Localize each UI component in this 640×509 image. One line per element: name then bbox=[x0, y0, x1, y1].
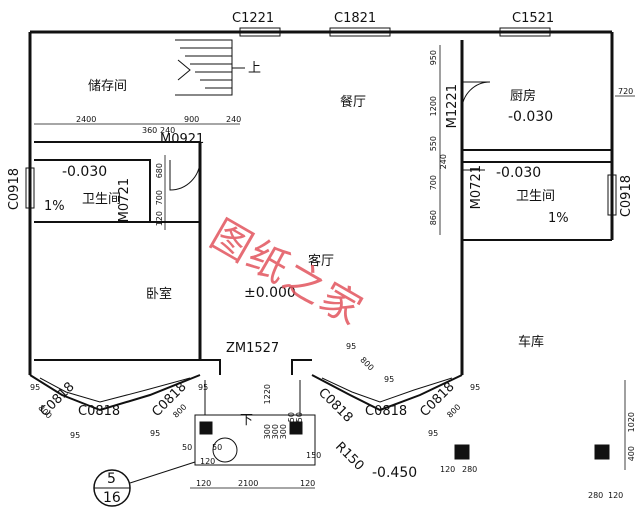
entry-left-wall bbox=[200, 359, 221, 375]
dim-860: 860 bbox=[429, 210, 438, 226]
dim-900: 900 bbox=[184, 115, 200, 124]
label-window-c1821: C1821 bbox=[334, 11, 377, 26]
dim-120e: 120 bbox=[196, 479, 212, 488]
dim-280b: 280 bbox=[588, 491, 604, 500]
window-c0918-right-frame bbox=[607, 174, 617, 216]
label-window-c1221: C1221 bbox=[232, 11, 275, 26]
room-garage: 车库 bbox=[518, 335, 545, 350]
dim-1020: 1020 bbox=[627, 412, 636, 433]
dim-95g: 95 bbox=[428, 429, 439, 438]
bay-left-outline bbox=[29, 374, 201, 412]
slope-right: 1% bbox=[548, 211, 569, 226]
dim-95f: 95 bbox=[384, 375, 395, 384]
dim-700a: 700 bbox=[155, 190, 164, 206]
level-bath-right: -0.030 bbox=[496, 165, 542, 181]
dim-240a: 240 bbox=[226, 115, 242, 124]
dim-360: 360 bbox=[142, 126, 158, 135]
bay-right-outline bbox=[311, 374, 463, 412]
dim-120d: 120 bbox=[200, 457, 216, 466]
label-door-m1221: M1221 bbox=[445, 84, 460, 129]
level-kitchen: -0.030 bbox=[508, 109, 554, 125]
room-living: 客厅 bbox=[308, 254, 335, 269]
dimension-lines bbox=[34, 45, 635, 489]
detail-sheet: 16 bbox=[103, 490, 121, 506]
dim-95b: 95 bbox=[70, 431, 81, 440]
label-door-m0721-right: M0721 bbox=[469, 165, 484, 210]
detail-number: 5 bbox=[107, 471, 116, 487]
label-window-c0918-left: C0918 bbox=[7, 168, 22, 211]
dim-95d: 95 bbox=[198, 383, 209, 392]
dim-95c: 95 bbox=[150, 429, 161, 438]
level-exterior: -0.450 bbox=[372, 465, 418, 481]
dim-50b: 50 bbox=[212, 443, 223, 452]
column-marker-2 bbox=[594, 444, 610, 460]
dim-950: 950 bbox=[429, 50, 438, 66]
label-bay-left-2: C0818 bbox=[78, 404, 121, 419]
dim-400: 400 bbox=[627, 446, 636, 462]
room-bath-left: 卫生间 bbox=[82, 192, 122, 207]
room-storage: 储存间 bbox=[88, 79, 128, 94]
dim-680: 680 bbox=[155, 163, 164, 179]
stair-down-label: 下 bbox=[240, 413, 254, 428]
door-m1221-swing bbox=[461, 81, 491, 111]
dim-120c: 120 bbox=[608, 491, 624, 500]
dim-95a: 95 bbox=[30, 383, 41, 392]
dim-2100: 2100 bbox=[238, 479, 259, 488]
dim-120b: 120 bbox=[440, 465, 456, 474]
dim-720: 720 bbox=[618, 87, 634, 96]
dim-240c: 240 bbox=[439, 154, 448, 170]
slope-left: 1% bbox=[44, 199, 65, 214]
label-window-c1521: C1521 bbox=[512, 11, 555, 26]
dim-1220: 1220 bbox=[263, 384, 272, 405]
room-bedroom: 卧室 bbox=[146, 287, 173, 302]
window-c1821-frame bbox=[329, 27, 391, 37]
level-bath-left: -0.030 bbox=[62, 164, 108, 180]
dim-50d: 50 bbox=[295, 412, 304, 423]
stair-up-label: 上 bbox=[248, 61, 262, 76]
room-bath-right: 卫生间 bbox=[516, 189, 556, 204]
dim-120a: 120 bbox=[155, 211, 164, 227]
dim-280a: 280 bbox=[462, 465, 478, 474]
window-c0918-left-frame bbox=[25, 167, 35, 209]
window-c1221-frame bbox=[239, 27, 281, 37]
label-bay-right-2: C0818 bbox=[365, 404, 408, 419]
dim-240b: 240 bbox=[160, 126, 176, 135]
label-window-c0918-right: C0918 bbox=[619, 175, 634, 218]
dim-550: 550 bbox=[429, 136, 438, 152]
column-marker-1 bbox=[454, 444, 470, 460]
label-door-zm1527: ZM1527 bbox=[226, 341, 280, 356]
dim-95h: 95 bbox=[470, 383, 481, 392]
dim-700b: 700 bbox=[429, 175, 438, 191]
entry-right-wall bbox=[291, 359, 312, 375]
entry-steps bbox=[194, 380, 316, 466]
room-dining: 餐厅 bbox=[340, 95, 367, 110]
staircase bbox=[175, 39, 245, 96]
bath-left-wall bbox=[34, 159, 151, 222]
dim-150: 150 bbox=[306, 451, 322, 460]
level-main: ±0.000 bbox=[244, 285, 296, 301]
door-m0921-swing bbox=[169, 159, 201, 191]
dim-50a: 50 bbox=[182, 443, 193, 452]
dim-95e: 95 bbox=[346, 342, 357, 351]
dim-300c: 300 bbox=[279, 424, 288, 440]
dim-120f: 120 bbox=[300, 479, 316, 488]
dim-2400: 2400 bbox=[76, 115, 97, 124]
label-door-m0921: M0921 bbox=[160, 132, 205, 147]
window-c1521-frame bbox=[499, 27, 551, 37]
room-kitchen: 厨房 bbox=[510, 89, 537, 104]
dim-1200: 1200 bbox=[429, 96, 438, 117]
